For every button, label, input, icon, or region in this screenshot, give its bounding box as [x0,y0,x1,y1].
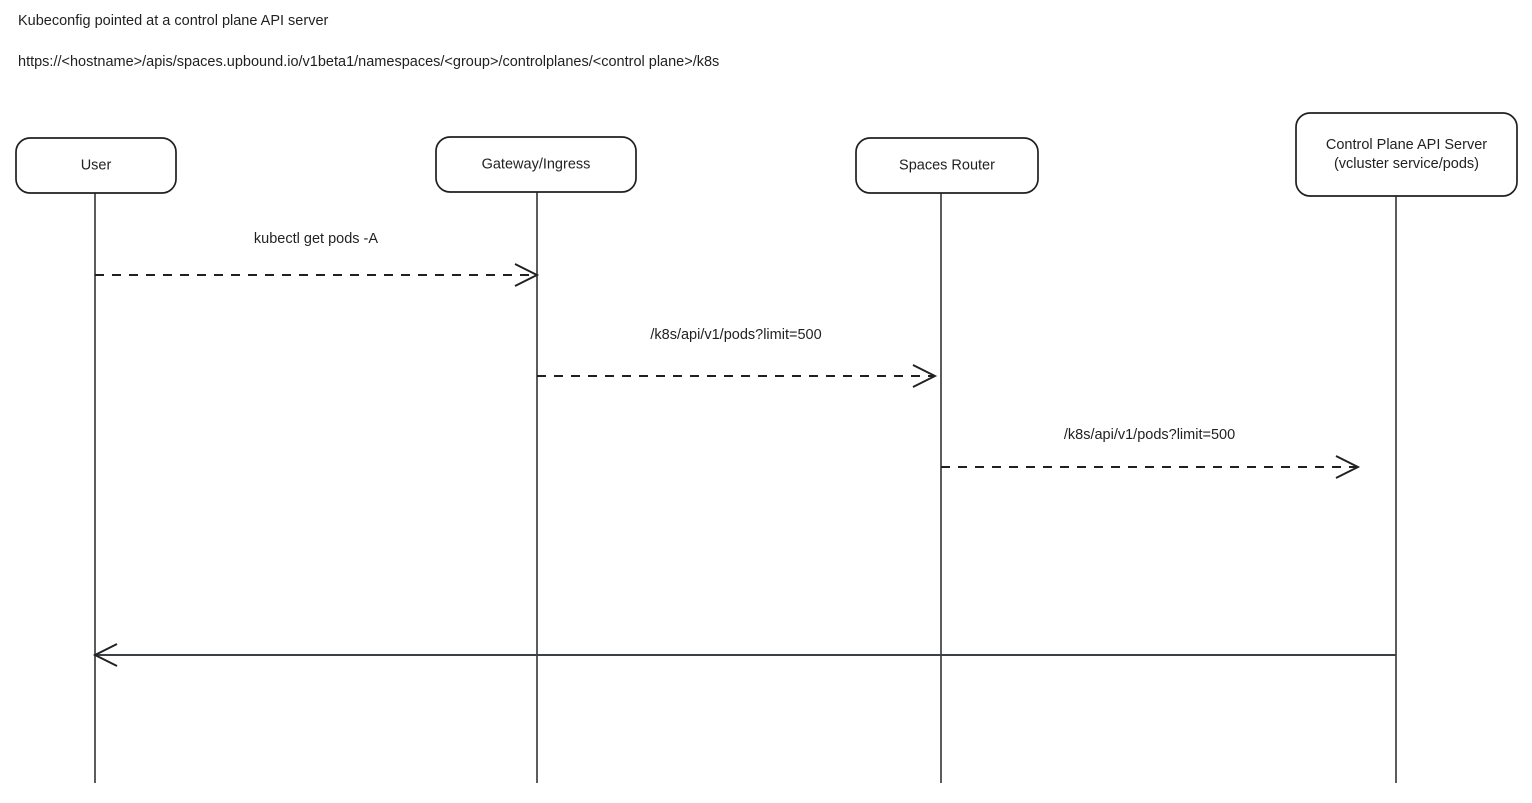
participant-gateway: Gateway/Ingress [435,136,637,193]
message-label-msg-1: kubectl get pods -A [254,231,378,247]
participant-router: Spaces Router [855,137,1039,194]
message-label-msg-2: /k8s/api/v1/pods?limit=500 [650,327,821,343]
message-label-msg-3: /k8s/api/v1/pods?limit=500 [1064,427,1235,443]
arrow-head-msg-4 [92,643,118,667]
arrow-head-msg-3 [1335,455,1361,479]
diagram-header: Kubeconfig pointed at a control plane AP… [18,12,1498,72]
message-msg-3: /k8s/api/v1/pods?limit=500 [941,427,1361,479]
participant-label-gateway: Gateway/Ingress [482,156,591,172]
message-msg-1: kubectl get pods -A [95,231,540,287]
participant-label-apiserver: (vcluster service/pods) [1334,156,1479,172]
participant-box-gateway [435,136,637,193]
participant-apiserver: Control Plane API Server (vcluster servic… [1295,112,1518,197]
participant-box-router [855,137,1039,194]
participant-box-apiserver [1295,112,1518,197]
participant-user: User [15,137,177,194]
participant-label-user: User [81,157,112,173]
message-msg-2: /k8s/api/v1/pods?limit=500 [537,327,938,388]
participant-label-router: Spaces Router [899,157,995,173]
participant-box-user [15,137,177,194]
participant-label-apiserver: Control Plane API Server [1326,137,1487,153]
arrow-head-msg-2 [912,364,938,388]
header-title: Kubeconfig pointed at a control plane AP… [18,13,329,29]
arrow-head-msg-1 [514,263,540,287]
message-msg-4 [92,643,1396,667]
header-url: https://<hostname>/apis/spaces.upbound.i… [18,53,720,70]
